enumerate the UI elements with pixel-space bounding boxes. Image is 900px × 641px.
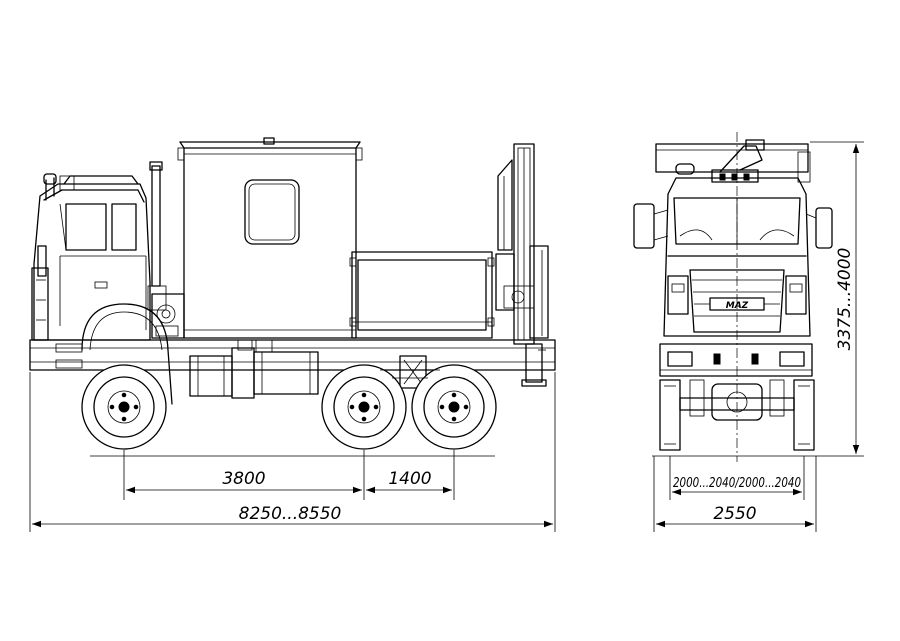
grille-logo: MAZ (726, 301, 749, 311)
cargo-platform (349, 251, 495, 339)
dimension-label-3800: 3800 (222, 469, 265, 489)
truck-cab (31, 173, 173, 405)
dimension-overall-width: 2550 (653, 456, 817, 532)
underbody-equipment (189, 339, 427, 399)
front-view: MAZ (633, 132, 864, 532)
front-wheel (81, 364, 167, 450)
dimension-label-2550: 2550 (713, 504, 756, 524)
side-view: 3800 1400 8250...8550 (29, 137, 556, 532)
dimension-overall-length: 8250...8550 (29, 372, 556, 532)
dimension-label-height: 3375...4000 (835, 248, 855, 351)
exhaust-pipe (147, 161, 167, 311)
rear-wheel (411, 364, 497, 450)
chassis-frame (29, 339, 556, 371)
dimension-wheelbase-front: 3800 (123, 450, 455, 500)
dimension-overall-height: 3375...4000 (810, 141, 864, 457)
loader-crane (495, 143, 549, 387)
front-bumper (659, 343, 813, 377)
dimension-wheelbase-rear: 1400 (366, 469, 452, 494)
dimension-label-1400: 1400 (388, 469, 431, 489)
utility-body-box (177, 137, 363, 339)
dimension-label-track: 2000...2040/2000...2040 (673, 476, 801, 491)
dimension-label-overall-length: 8250...8550 (239, 504, 342, 524)
dimension-track-width: 2000...2040/2000...2040 (669, 456, 805, 500)
cab-front: MAZ (633, 163, 833, 337)
middle-wheel (321, 364, 407, 450)
crane-front-silhouette (719, 139, 811, 183)
